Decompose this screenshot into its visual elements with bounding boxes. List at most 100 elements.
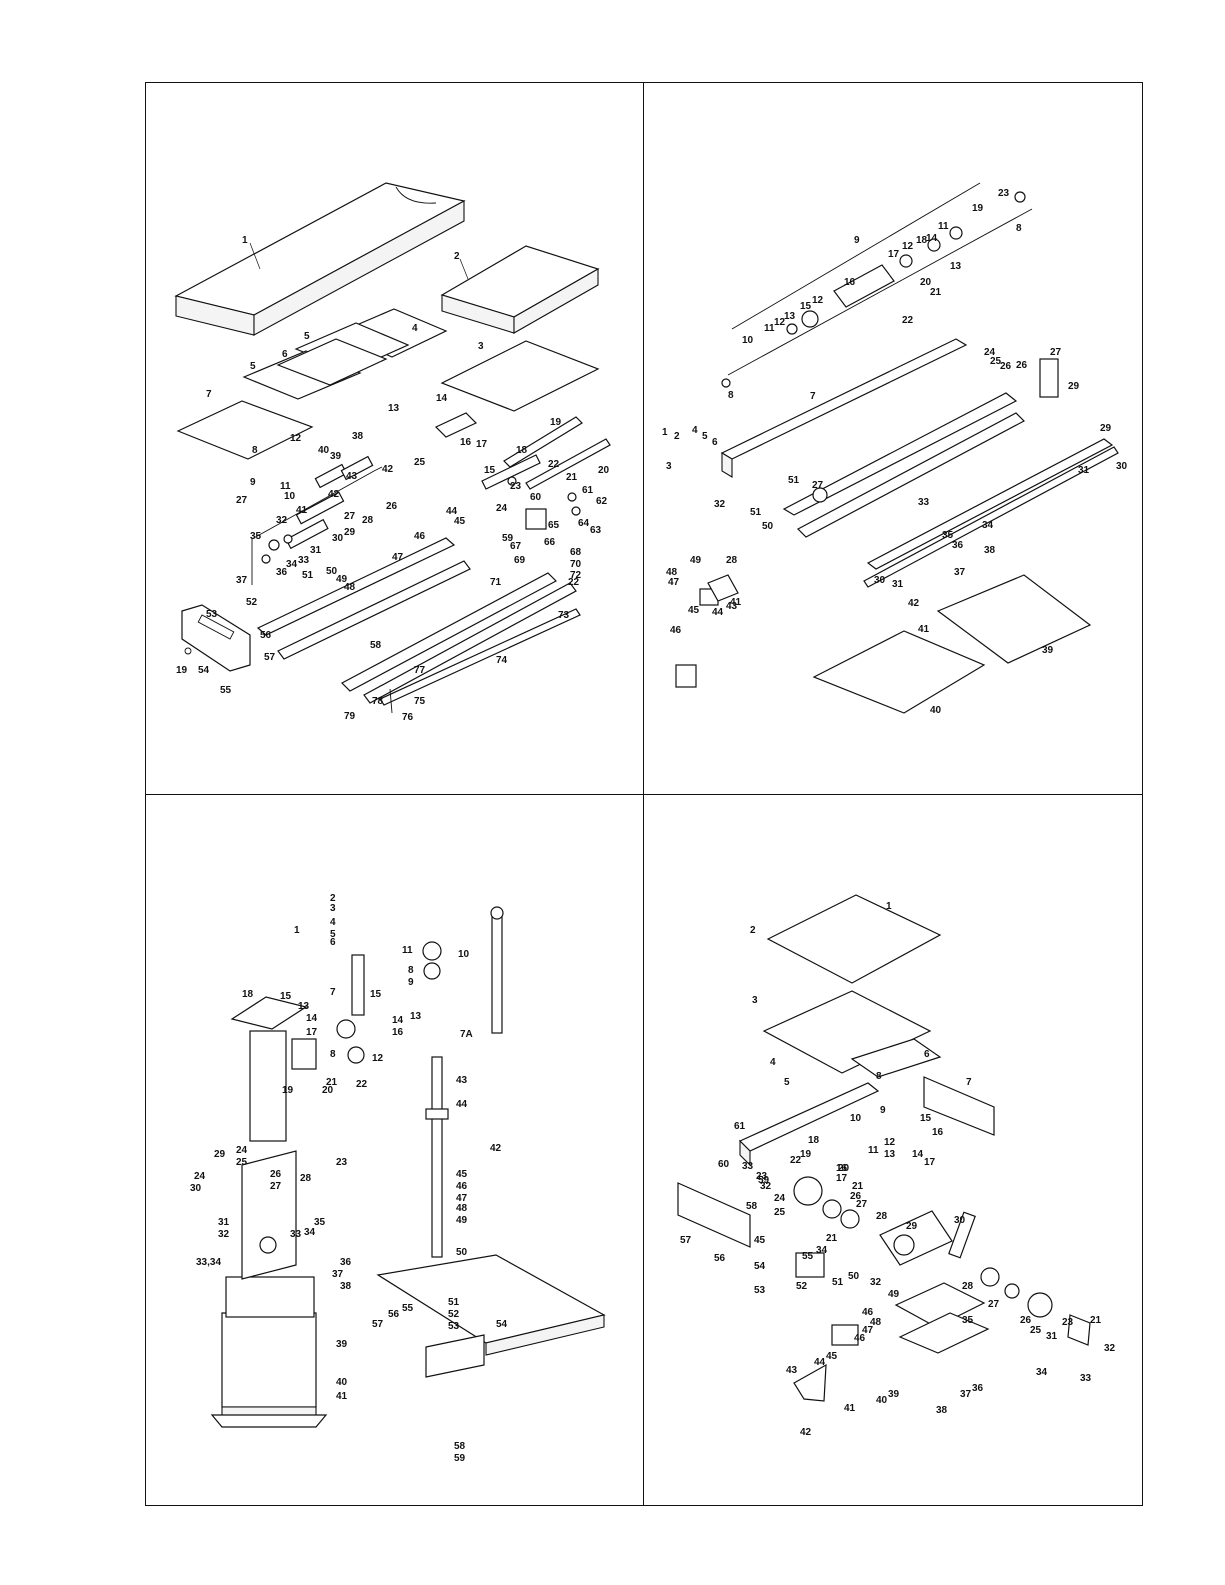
callout-bottom-right: 19: [800, 1149, 812, 1160]
callout-bottom-left: 21: [326, 1077, 338, 1088]
callout-bottom-left: 26: [270, 1169, 282, 1180]
callout-bottom-right: 18: [808, 1135, 820, 1146]
callout-bottom-left: 12: [372, 1053, 384, 1064]
callout-top-right: 15: [800, 301, 812, 312]
callout-bottom-left: 17: [306, 1027, 318, 1038]
callout-top-left: 30: [332, 533, 344, 544]
callout-bottom-right: 53: [754, 1285, 766, 1296]
callout-top-right: 6: [712, 437, 718, 448]
callout-top-left: 39: [330, 451, 342, 462]
callout-bottom-left: 35: [314, 1217, 326, 1228]
callout-top-left: 17: [476, 439, 488, 450]
column-assembly-drawing: 1 2 3 4 5 6 7 7A 8 8 9 10 11 12 13 13 14…: [190, 893, 606, 1464]
callout-bottom-left: 54: [496, 1319, 508, 1330]
panel-divider-horizontal: [145, 794, 1143, 795]
callout-top-left: 75: [414, 696, 426, 707]
callout-bottom-right: 8: [876, 1071, 882, 1082]
callout-top-left: 29: [344, 527, 356, 538]
callout-top-left: 79: [344, 711, 356, 722]
callout-top-left: 28: [362, 515, 374, 526]
callout-bottom-right: 5: [784, 1077, 790, 1088]
callout-bottom-right: 59: [758, 1175, 770, 1186]
callout-top-left: 8: [252, 445, 258, 456]
column-housing: [210, 996, 328, 1428]
callout-top-left: 40: [318, 445, 330, 456]
callout-bottom-right: 45: [826, 1351, 838, 1362]
callout-bottom-right: 11: [868, 1145, 879, 1156]
callout-bottom-right: 56: [714, 1253, 726, 1264]
callout-bottom-right: 2: [750, 925, 756, 936]
callout-bottom-right: 27: [856, 1199, 868, 1210]
callout-bottom-left: 41: [336, 1391, 348, 1402]
callout-top-left: 14: [436, 393, 448, 404]
callout-top-right: 47: [668, 577, 680, 588]
guide-assembly: [434, 412, 611, 530]
callout-top-right: 10: [742, 335, 754, 346]
callout-top-left: 57: [264, 652, 276, 663]
callout-top-right: 32: [714, 499, 726, 510]
callout-bottom-right: 20: [838, 1163, 850, 1174]
callout-top-right: 51: [788, 475, 800, 486]
callout-top-left: 51: [302, 570, 314, 581]
callout-top-left: 53: [206, 609, 218, 620]
callout-bottom-left: 11: [402, 945, 413, 956]
callout-bottom-left: 8: [408, 965, 414, 976]
callout-bottom-right: 39: [888, 1389, 900, 1400]
motor-assembly-drawing: 1 2 3 4 5 6 7 8 9 10 11 12 13 14 15 16 1…: [677, 894, 1116, 1438]
callout-top-left: 62: [596, 496, 608, 507]
callout-top-right: 18: [916, 235, 928, 246]
extension-board-part: [174, 182, 466, 336]
callout-bottom-right: 22: [790, 1155, 802, 1166]
elevating-screw: [347, 906, 504, 1258]
callout-top-right: 17: [888, 249, 900, 260]
callout-bottom-right: 27: [988, 1299, 1000, 1310]
callout-bottom-right: 9: [880, 1105, 886, 1116]
callout-bottom-right: 26: [850, 1191, 862, 1202]
callout-top-left: 38: [352, 431, 364, 442]
callout-top-right: 21: [930, 287, 942, 298]
callout-top-left: 22: [548, 459, 560, 470]
callout-bottom-right: 55: [802, 1251, 814, 1262]
fence-clamp: [675, 487, 828, 688]
callout-top-left: 34: [286, 559, 298, 570]
callout-top-right: 5: [702, 431, 708, 442]
callout-top-right: 26: [1016, 360, 1028, 371]
callout-top-left: 26: [386, 501, 398, 512]
callout-top-right: 19: [972, 203, 984, 214]
callout-top-right: 11: [764, 323, 775, 334]
callout-labels-bottom-left: 1 2 3 4 5 6 7 7A 8 8 9 10 11 12 13 13 14…: [190, 893, 508, 1464]
callout-top-left: 74: [496, 655, 508, 666]
callout-bottom-right: 45: [754, 1235, 766, 1246]
callout-top-left: 46: [414, 531, 426, 542]
callout-bottom-right: 54: [754, 1261, 766, 1272]
callout-bottom-left: 15: [280, 991, 292, 1002]
callout-top-left: 15: [484, 465, 496, 476]
callout-bottom-left: 32: [218, 1229, 230, 1240]
exploded-view-column-assembly: 1 2 3 4 5 6 7 7A 8 8 9 10 11 12 13 13 14…: [146, 795, 643, 1505]
callout-bottom-left: 3: [330, 903, 336, 914]
callout-top-left: 73: [558, 610, 570, 621]
callout-top-right: 42: [908, 598, 920, 609]
callout-top-right: 1: [662, 427, 668, 438]
callout-bottom-left: 8: [330, 1049, 336, 1060]
callout-top-right: 20: [920, 277, 932, 288]
callout-top-left: 55: [220, 685, 232, 696]
callout-top-left: 27: [344, 511, 356, 522]
callout-bottom-left: 53: [448, 1321, 460, 1332]
callout-top-left: 5: [250, 361, 256, 372]
callout-bottom-left: 42: [490, 1143, 502, 1154]
callout-bottom-right: 34: [1036, 1367, 1048, 1378]
callout-bottom-right: 52: [796, 1281, 808, 1292]
callout-top-right: 26: [1000, 361, 1012, 372]
callout-bottom-right: 4: [770, 1057, 776, 1068]
callout-top-left: 24: [496, 503, 508, 514]
callout-bottom-left: 52: [448, 1309, 460, 1320]
callout-top-right: 51: [750, 507, 762, 518]
callout-bottom-right: 12: [884, 1137, 896, 1148]
callout-top-left: 16: [460, 437, 472, 448]
callout-bottom-right: 50: [848, 1271, 860, 1282]
callout-bottom-left: 57: [372, 1319, 384, 1330]
callout-top-left: 65: [548, 520, 560, 531]
callout-bottom-left: 59: [454, 1453, 466, 1464]
callout-top-left: 58: [370, 640, 382, 651]
